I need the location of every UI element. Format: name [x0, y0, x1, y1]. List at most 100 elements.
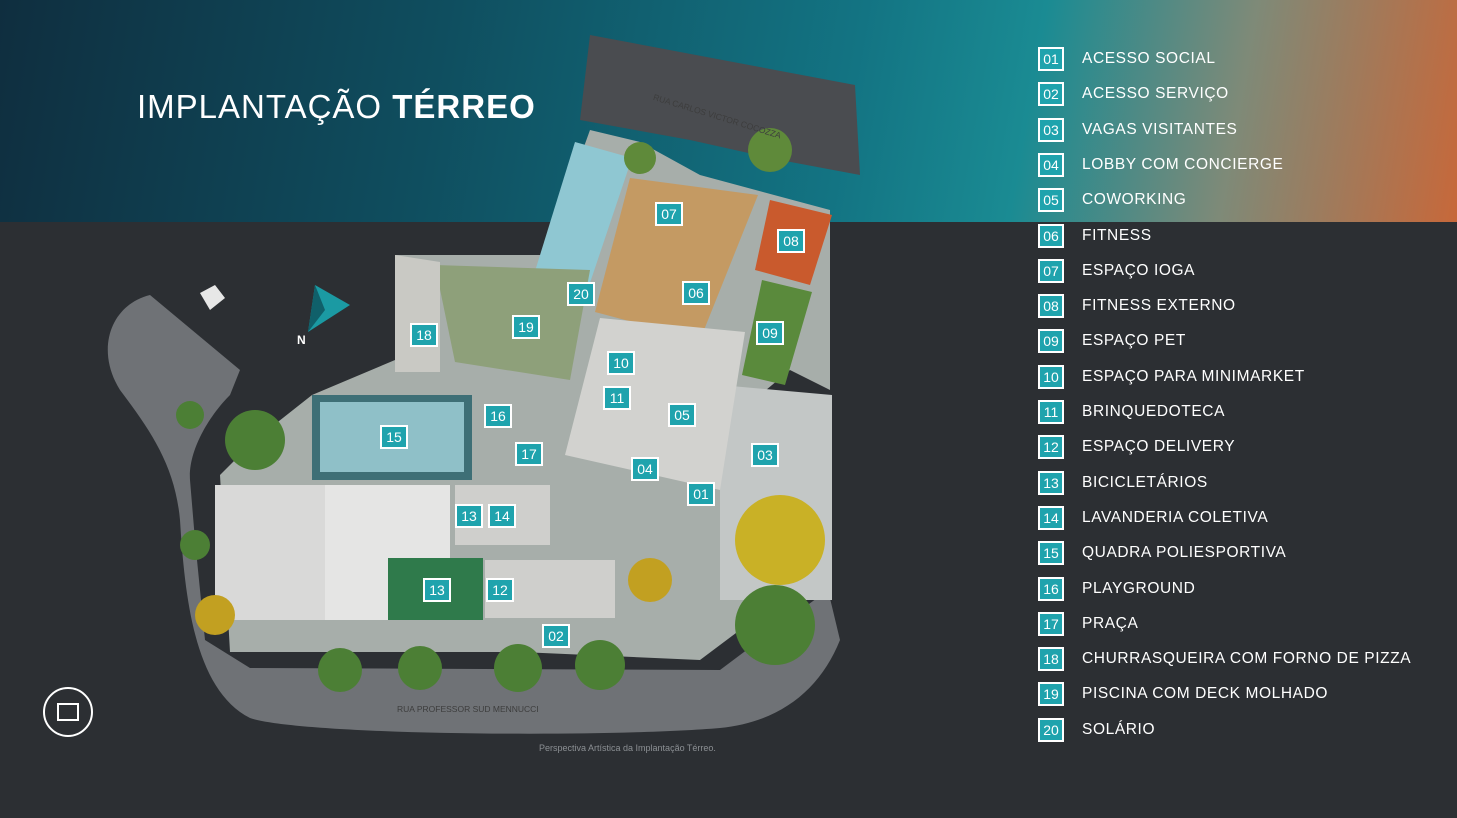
- caption: Perspectiva Artística da Implantação Tér…: [539, 743, 716, 753]
- legend-label: LOBBY COM CONCIERGE: [1082, 155, 1284, 173]
- map-badge-18: 18: [410, 323, 438, 347]
- legend-item: 16 PLAYGROUND: [1038, 576, 1195, 602]
- legend-number-badge: 10: [1038, 364, 1064, 389]
- legend-label: BRINQUEDOTECA: [1082, 403, 1226, 420]
- legend-number-badge: 03: [1038, 117, 1064, 142]
- legend-label: VAGAS VISITANTES: [1082, 120, 1238, 138]
- map-badge-14: 14: [488, 504, 516, 528]
- map-badge-12: 12: [486, 578, 514, 602]
- map-badge-10: 10: [607, 351, 635, 375]
- tree: [195, 595, 235, 635]
- legend-label: FITNESS: [1082, 226, 1152, 244]
- legend-label: PLAYGROUND: [1082, 579, 1196, 597]
- legend-number-badge: 14: [1038, 505, 1064, 530]
- legend-item: 20 SOLÁRIO: [1038, 717, 1155, 743]
- building-icon: [200, 285, 225, 310]
- legend-number-badge: 02: [1038, 82, 1064, 107]
- legend-number-badge: 04: [1038, 152, 1064, 177]
- legend-number-badge: 19: [1038, 682, 1064, 707]
- legend-label: QUADRA POLIESPORTIVA: [1082, 544, 1287, 562]
- tree: [494, 644, 542, 692]
- top-street-block: [580, 35, 860, 175]
- legend-label: ACESSO SOCIAL: [1082, 50, 1216, 67]
- tree: [735, 585, 815, 665]
- legend-number-badge: 09: [1038, 329, 1064, 354]
- legend-item: 02 ACESSO SERVIÇO: [1038, 81, 1229, 107]
- tree: [318, 648, 362, 692]
- churrasqueira-zone: [395, 255, 440, 372]
- tree: [398, 646, 442, 690]
- legend-item: 01 ACESSO SOCIAL: [1038, 46, 1216, 72]
- map-badge-02: 02: [542, 624, 570, 648]
- map-badge-11: 11: [603, 386, 631, 410]
- tree: [748, 128, 792, 172]
- tree: [628, 558, 672, 602]
- map-badge-09: 09: [756, 321, 784, 345]
- legend-label: ACESSO SERVIÇO: [1082, 85, 1229, 103]
- legend-label: COWORKING: [1082, 191, 1187, 209]
- watermark-stamp: [43, 687, 93, 737]
- legend-label: PRAÇA: [1082, 614, 1139, 632]
- legend-item: 03 VAGAS VISITANTES: [1038, 117, 1237, 143]
- map-badge-20: 20: [567, 282, 595, 306]
- map-badge-07: 07: [655, 202, 683, 226]
- legend-item: 14 LAVANDERIA COLETIVA: [1038, 505, 1268, 531]
- street-name-bottom: RUA PROFESSOR SUD MENNUCCI: [397, 704, 539, 714]
- map-badge-03: 03: [751, 443, 779, 467]
- watermark-stamp-mark: [57, 703, 79, 721]
- legend-item: 12 ESPAÇO DELIVERY: [1038, 434, 1235, 460]
- legend-item: 04 LOBBY COM CONCIERGE: [1038, 152, 1283, 178]
- tree: [176, 401, 204, 429]
- legend-number-badge: 15: [1038, 541, 1064, 566]
- legend-label: FITNESS EXTERNO: [1082, 297, 1236, 315]
- tree: [735, 495, 825, 585]
- tree: [575, 640, 625, 690]
- map-badge-08: 08: [777, 229, 805, 253]
- legend-number-badge: 11: [1038, 400, 1064, 424]
- legend-number-badge: 01: [1038, 47, 1064, 71]
- tower-block: [595, 178, 758, 340]
- map-badge-13: 13: [423, 578, 451, 602]
- tree: [225, 410, 285, 470]
- tree: [624, 142, 656, 174]
- legend-label: ESPAÇO PARA MINIMARKET: [1082, 367, 1305, 385]
- legend-number-badge: 16: [1038, 576, 1064, 601]
- legend-label: ESPAÇO PET: [1082, 332, 1186, 350]
- lower-block-left: [215, 485, 325, 620]
- page-title-bold: TÉRREO: [392, 88, 536, 125]
- north-arrow-shadow-icon: [308, 285, 325, 332]
- map-badge-16: 16: [484, 404, 512, 428]
- legend-number-badge: 20: [1038, 717, 1064, 742]
- map-badge-04: 04: [631, 457, 659, 481]
- legend-number-badge: 08: [1038, 294, 1064, 319]
- legend-item: 15 QUADRA POLIESPORTIVA: [1038, 540, 1286, 566]
- legend-item: 08 FITNESS EXTERNO: [1038, 293, 1236, 319]
- map-badge-13: 13: [455, 504, 483, 528]
- legend-item: 17 PRAÇA: [1038, 611, 1138, 637]
- legend-label: PISCINA COM DECK MOLHADO: [1082, 685, 1329, 703]
- map-badge-19: 19: [512, 315, 540, 339]
- legend-label: SOLÁRIO: [1082, 720, 1156, 738]
- north-label: N: [297, 333, 306, 347]
- street-road: [107, 295, 841, 734]
- legend-number-badge: 17: [1038, 611, 1064, 636]
- legend-item: 05 COWORKING: [1038, 187, 1186, 213]
- tree: [180, 530, 210, 560]
- legend-number-badge: 05: [1038, 188, 1064, 213]
- legend-number-badge: 13: [1038, 470, 1064, 495]
- legend-label: LAVANDERIA COLETIVA: [1082, 508, 1269, 526]
- legend-label: CHURRASQUEIRA COM FORNO DE PIZZA: [1082, 650, 1412, 668]
- page-title-light: IMPLANTAÇÃO: [137, 88, 383, 125]
- legend-number-badge: 07: [1038, 258, 1064, 283]
- map-badge-05: 05: [668, 403, 696, 427]
- legend-label: ESPAÇO DELIVERY: [1082, 438, 1236, 456]
- page-title: IMPLANTAÇÃO TÉRREO: [137, 88, 536, 126]
- map-badge-15: 15: [380, 425, 408, 449]
- map-badge-06: 06: [682, 281, 710, 305]
- legend-item: 11 BRINQUEDOTECA: [1038, 399, 1225, 425]
- legend-label: BICICLETÁRIOS: [1082, 473, 1208, 491]
- legend-number-badge: 12: [1038, 435, 1064, 460]
